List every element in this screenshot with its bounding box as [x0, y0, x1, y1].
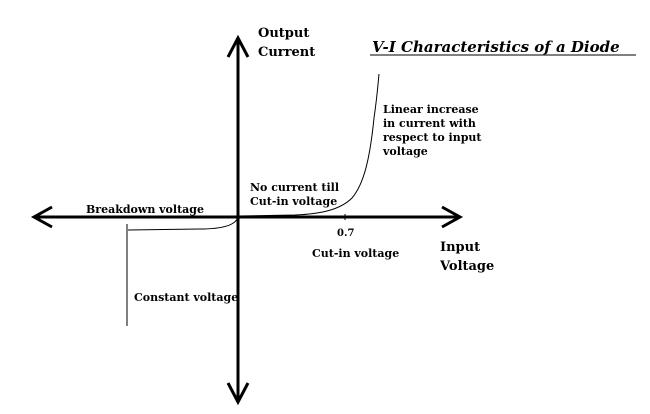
constant-voltage-label: Constant voltage — [134, 291, 238, 304]
x-axis-label-line2: Voltage — [439, 259, 494, 274]
linear-increase-line1: Linear increase — [383, 103, 479, 116]
cutin-tick-label: 0.7 — [337, 228, 354, 239]
y-axis-label-line1: Output — [258, 26, 309, 41]
linear-increase-line4: voltage — [382, 145, 428, 158]
y-axis-bottom-arrowhead — [226, 382, 250, 406]
reverse-leakage-curve — [127, 216, 239, 231]
forward-curve — [237, 73, 380, 217]
y-axis — [226, 34, 250, 406]
x-axis-left-arrowhead — [30, 205, 53, 229]
no-current-line1: No current till — [250, 181, 339, 194]
y-axis-label-line2: Current — [258, 45, 315, 60]
cutin-voltage-label: Cut-in voltage — [312, 247, 399, 260]
diagram-title: V-I Characteristics of a Diode — [372, 38, 620, 56]
x-axis — [30, 205, 464, 229]
breakdown-voltage-label: Breakdown voltage — [86, 203, 204, 216]
x-axis-label-line1: Input — [440, 240, 480, 255]
linear-increase-line2: in current with — [383, 117, 476, 130]
y-axis-top-arrowhead — [226, 34, 250, 58]
x-axis-right-arrowhead — [441, 205, 464, 229]
linear-increase-line3: respect to input — [383, 131, 482, 144]
no-current-line2: Cut-in voltage — [250, 195, 337, 208]
